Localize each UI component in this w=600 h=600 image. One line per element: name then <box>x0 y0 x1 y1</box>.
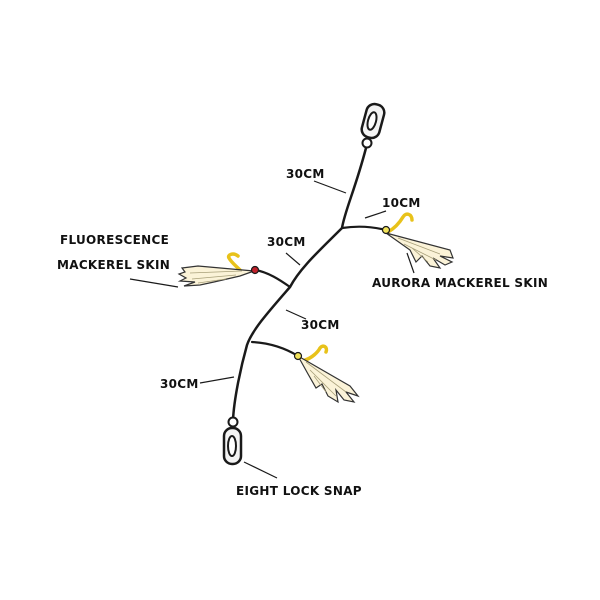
leader-10cm <box>364 210 387 219</box>
hook-icon <box>386 212 414 234</box>
length-label-bottom: 30CM <box>160 377 199 391</box>
eight-lock-snap-label: EIGHT LOCK SNAP <box>236 484 362 498</box>
fluorescence-label-line1: FLUORESCENCE <box>60 233 170 247</box>
leader-30cm-low <box>199 376 235 384</box>
aurora-label: AURORA MACKEREL SKIN <box>372 276 549 290</box>
bead-icon <box>293 351 303 361</box>
branch-line-upper-right <box>340 225 388 232</box>
leader-30cm-left <box>285 252 301 266</box>
lure-skin-icon <box>177 265 255 287</box>
leader-30cm-top <box>313 180 347 194</box>
aurora-lure-icon <box>381 212 454 269</box>
hook-icon <box>303 344 329 362</box>
lure-skin-icon <box>385 232 454 269</box>
hook-icon <box>226 252 242 272</box>
leader-fluorescence <box>129 278 179 288</box>
length-label-top: 30CM <box>286 167 325 181</box>
lower-lure-icon <box>293 344 360 404</box>
branch-line-lower <box>250 340 300 358</box>
bead-icon <box>250 265 260 275</box>
top-swivel-snap-icon <box>360 102 386 149</box>
fluorescence-label-line2: MACKEREL SKIN <box>57 258 171 272</box>
main-line <box>231 146 368 422</box>
leader-aurora <box>406 252 415 274</box>
length-label-branch-left: 30CM <box>267 235 306 249</box>
leader-30cm-mid <box>285 309 307 320</box>
fluorescence-lure-icon <box>177 252 260 287</box>
bead-icon <box>381 225 391 235</box>
length-label-mid: 30CM <box>301 318 340 332</box>
branch-line-left <box>253 268 292 289</box>
length-label-branch-right: 10CM <box>382 196 421 210</box>
eight-lock-snap-icon <box>222 416 243 466</box>
leader-eight-lock-snap <box>243 461 278 479</box>
